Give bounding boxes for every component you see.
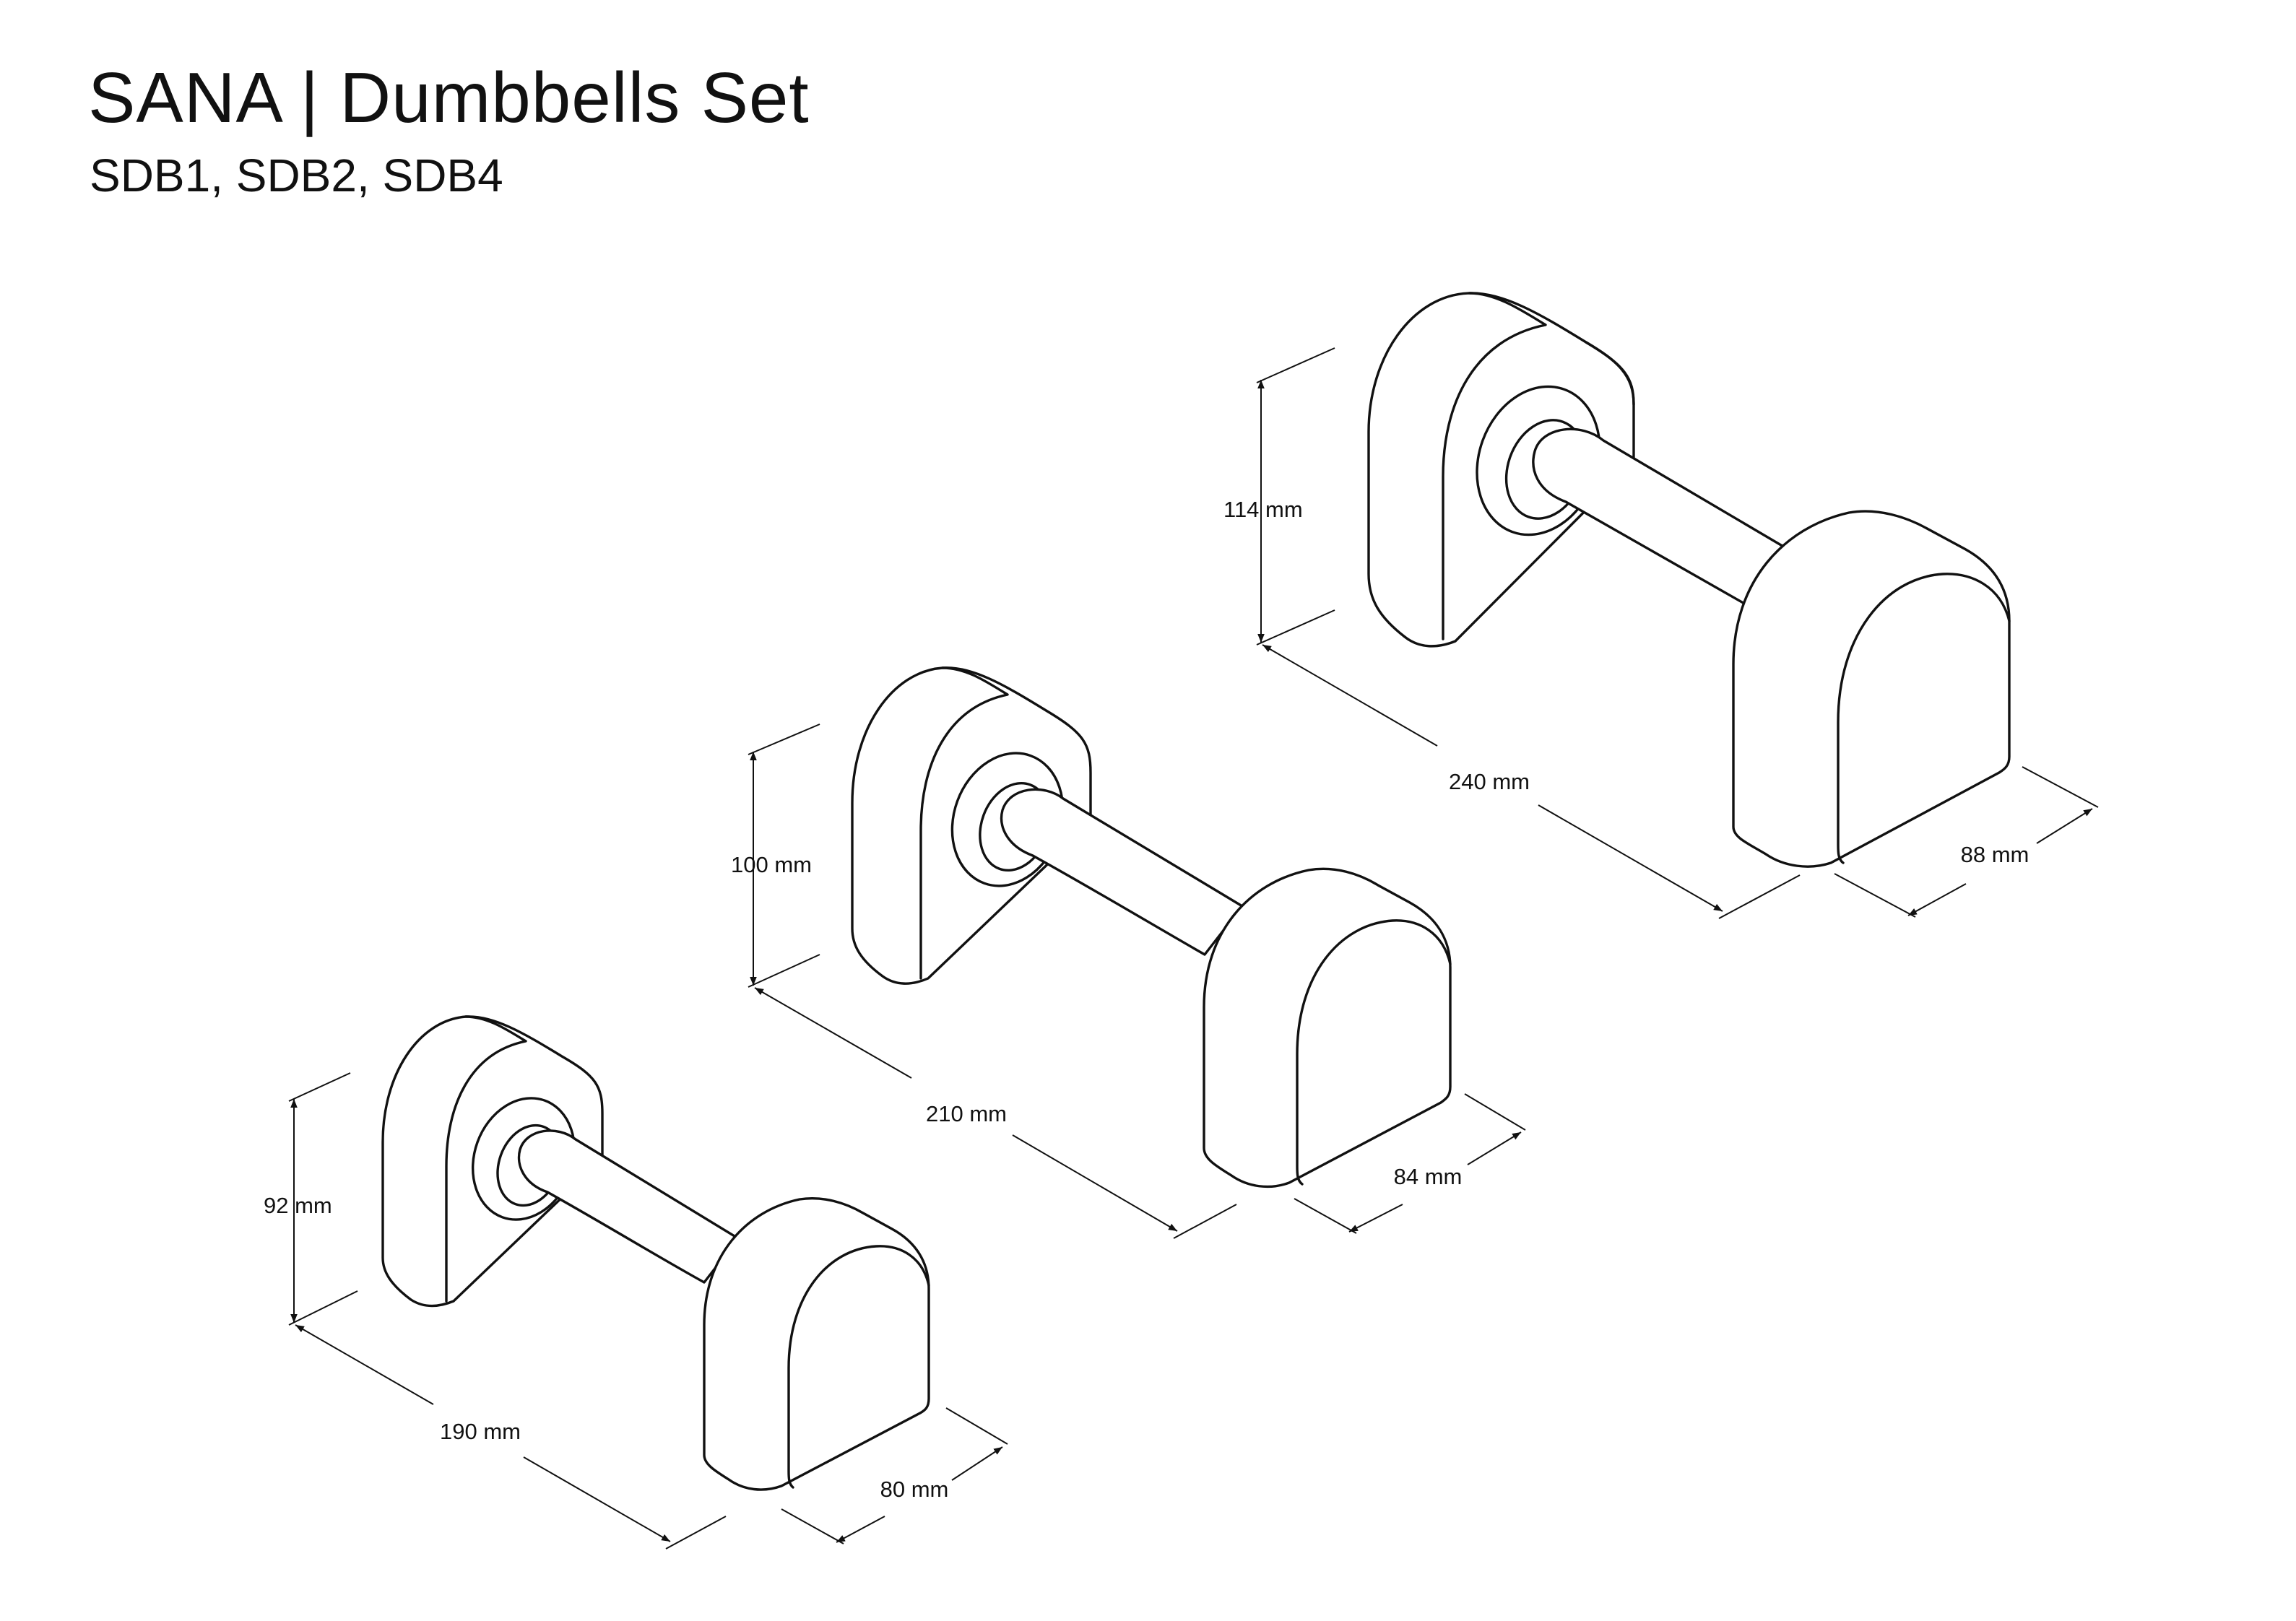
small-height-label: 92 mm: [264, 1193, 332, 1218]
medium-length-label: 210 mm: [926, 1101, 1007, 1126]
page-title: SANA | Dumbbells Set: [88, 58, 810, 137]
dumbbell-medium: [851, 666, 1452, 1188]
small-depth-label: 80 mm: [880, 1477, 949, 1502]
medium-height-label: 100 mm: [731, 852, 812, 877]
large-depth-label: 88 mm: [1961, 842, 2029, 867]
large-length-label: 240 mm: [1449, 769, 1530, 794]
medium-depth-label: 84 mm: [1394, 1164, 1463, 1189]
large-height-label: 114 mm: [1223, 497, 1303, 522]
page-subtitle: SDB1, SDB2, SDB4: [90, 149, 503, 201]
small-length-label: 190 mm: [440, 1419, 521, 1444]
dumbbell-large: [1367, 292, 2011, 868]
dumbbell-small: [381, 1015, 930, 1491]
